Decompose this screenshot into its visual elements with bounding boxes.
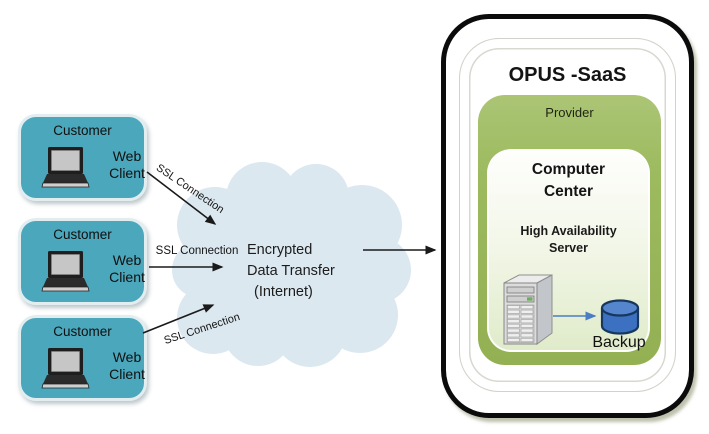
cloud-caption-line: (Internet) [254,284,313,300]
web-client-label-line: Client [109,269,145,285]
laptop-icon [41,251,90,292]
backup-database-icon [600,299,640,335]
web-client-label-line: Client [109,366,145,382]
ssl-connection-label: SSL Connection [155,245,239,257]
backup-label: Backup [592,334,646,351]
web-client-label-line: Client [109,165,145,181]
web-client-label: Web Client [101,148,153,182]
client-title: Customer [53,123,112,138]
customer-client-box: Customer Web Client [18,114,147,201]
high-availability-server-label: High Availability Server [489,223,648,256]
cloud-body [192,189,382,339]
opus-saas-title: OPUS -SaaS [508,64,627,86]
web-client-label: Web Client [101,349,153,383]
customer-client-box: Customer Web Client [18,218,147,305]
web-client-label: Web Client [101,252,153,286]
server-icon [503,274,553,345]
provider-box: Provider Computer Center High Availabili… [478,95,661,365]
web-client-label-line: Web [112,252,142,268]
computer-center-title-text: Computer Center [531,161,606,200]
computer-center-box: Computer Center High Availability Server [487,149,650,352]
web-client-label-line: Web [112,148,142,164]
cloud-caption-line: Data Transfer [247,263,335,279]
laptop-icon [41,348,90,389]
provider-label: Provider [545,105,594,120]
cloud-caption-line: Encrypted [247,242,313,258]
laptop-icon [41,147,90,188]
cloud-caption: Encrypted Data Transfer (Internet) [247,240,335,303]
computer-center-title: Computer Center [489,159,648,203]
client-title: Customer [53,324,112,339]
client-title: Customer [53,227,112,242]
web-client-label-line: Web [112,349,142,365]
customer-client-box: Customer Web Client [18,315,147,401]
high-availability-server-text: High Availability Server [520,224,617,255]
